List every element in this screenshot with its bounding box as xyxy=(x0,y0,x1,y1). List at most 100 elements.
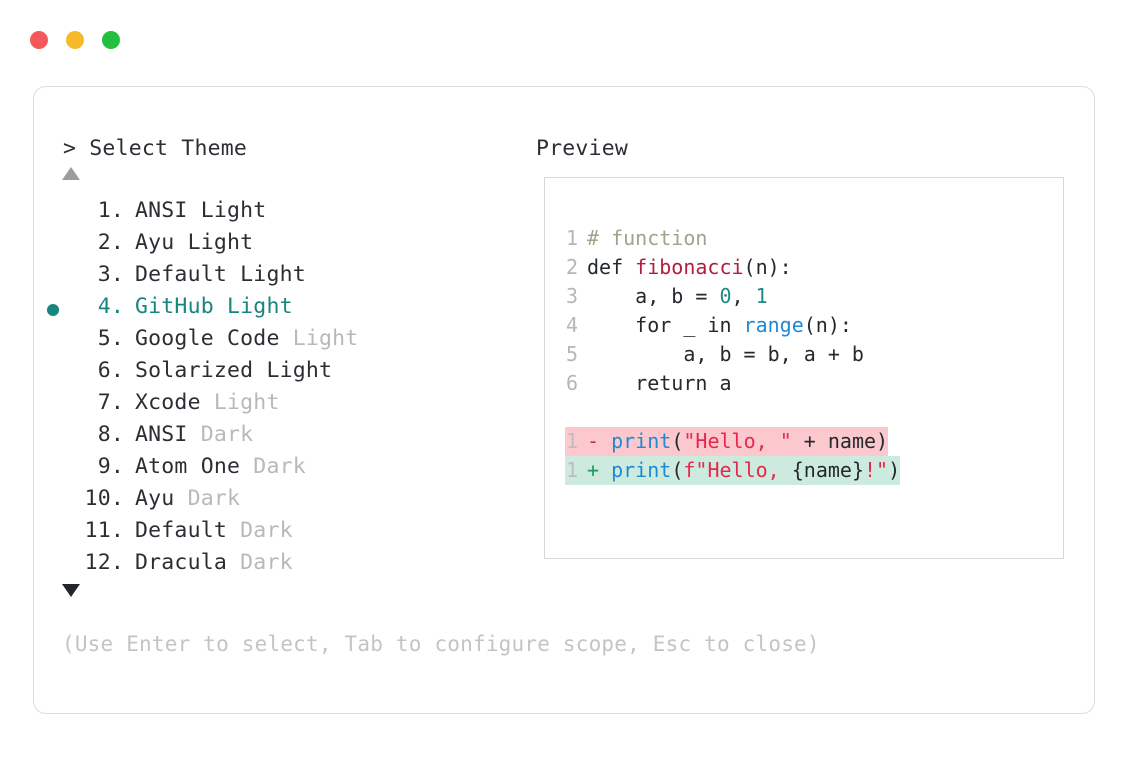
selection-bullet-cell xyxy=(34,294,72,326)
theme-item-variant: Dark xyxy=(187,486,241,511)
theme-item-number: 7. xyxy=(97,390,124,415)
theme-item-variant: Dark xyxy=(253,454,306,479)
code-token: a, b = xyxy=(587,284,720,308)
code-token: {name} xyxy=(791,458,864,482)
code-token: (n): xyxy=(803,313,852,337)
code-token: for _ in xyxy=(587,313,744,337)
code-token: ( xyxy=(671,458,684,482)
diff-line-added: 1+ print(f"Hello, {name}!") xyxy=(565,456,901,485)
theme-item-variant: Light xyxy=(213,390,280,415)
window-minimize-button[interactable] xyxy=(66,31,84,49)
code-token: (n): xyxy=(743,255,792,279)
code-line-number: 5 xyxy=(565,342,578,366)
window-maximize-button[interactable] xyxy=(102,31,120,49)
theme-item-number: 8. xyxy=(97,422,124,447)
code-token: print xyxy=(611,429,672,453)
theme-item-label: ANSI Light xyxy=(135,198,267,223)
selection-bullet-cell xyxy=(34,486,72,518)
theme-list-item[interactable]: 10. Ayu Dark xyxy=(34,486,514,518)
code-token: ( xyxy=(671,429,684,453)
code-line: 3 a, b = 0, 1 xyxy=(565,282,900,311)
code-token: 1 xyxy=(755,284,768,308)
code-line-number: 2 xyxy=(565,255,578,279)
theme-list-item[interactable]: 11. Default Dark xyxy=(34,518,514,550)
selected-bullet-icon xyxy=(47,304,59,316)
theme-list-item[interactable]: 8. ANSI Dark xyxy=(34,422,514,454)
theme-list-item[interactable]: 4. GitHub Light xyxy=(34,294,514,326)
code-line: 4 for _ in range(n): xyxy=(565,311,900,340)
theme-item-label: Default Light xyxy=(135,262,306,287)
theme-item-label: Default Dark xyxy=(135,518,293,543)
selection-bullet-cell xyxy=(34,198,72,230)
selection-bullet-cell xyxy=(34,230,72,262)
code-token: !" xyxy=(863,458,889,482)
theme-item-variant: Dark xyxy=(240,550,293,575)
theme-item-number: 1. xyxy=(97,198,124,223)
selection-bullet-cell xyxy=(34,262,72,294)
theme-item-variant: Light xyxy=(240,262,306,287)
theme-item-number: 12. xyxy=(84,550,124,575)
theme-item-number: 6. xyxy=(97,358,124,383)
code-line: 1 # function xyxy=(565,224,900,253)
code-token: 0 xyxy=(719,284,732,308)
theme-item-label: GitHub Light xyxy=(135,294,293,319)
diff-minus-sign: - xyxy=(587,429,612,453)
selection-bullet-cell xyxy=(34,454,72,486)
theme-item-number: 2. xyxy=(97,230,124,255)
theme-item-number: 5. xyxy=(97,326,124,351)
selection-bullet-cell xyxy=(34,518,72,550)
theme-list-item[interactable]: 12.Dracula Dark xyxy=(34,550,514,582)
selection-bullet-cell xyxy=(34,358,72,390)
theme-list-item[interactable]: 7.Xcode Light xyxy=(34,390,514,422)
theme-item-variant: Dark xyxy=(200,422,254,447)
theme-item-variant: Light xyxy=(292,326,359,351)
code-blank-line xyxy=(565,398,900,427)
theme-item-number: 10. xyxy=(84,486,124,511)
theme-item-number: 4. xyxy=(97,294,124,319)
theme-list-item[interactable]: 5.Google Code Light xyxy=(34,326,514,358)
diff-line-removed: 1- print("Hello, " + name) xyxy=(565,427,889,456)
diff-plus-sign: + xyxy=(587,458,612,482)
code-line-number: 1 xyxy=(565,226,578,250)
theme-item-variant: Light xyxy=(200,198,267,223)
code-line-number: 1 xyxy=(565,429,578,453)
theme-list-item[interactable]: 3. Default Light xyxy=(34,262,514,294)
code-line-number: 6 xyxy=(565,371,578,395)
selection-bullet-cell xyxy=(34,422,72,454)
window-traffic-lights xyxy=(30,31,120,49)
theme-list-item[interactable]: 9. Atom One Dark xyxy=(34,454,514,486)
code-line-number: 4 xyxy=(565,313,578,337)
theme-item-number: 11. xyxy=(84,518,124,543)
theme-item-label: ANSI Dark xyxy=(135,422,254,447)
theme-list: 1. ANSI Light 2. Ayu Light 3. Default Light 4.… xyxy=(34,198,514,582)
theme-item-number: 9. xyxy=(97,454,124,479)
code-token: fibonacci xyxy=(635,255,744,279)
code-token: ) xyxy=(888,458,901,482)
scroll-up-arrow-icon[interactable] xyxy=(62,167,80,180)
theme-item-variant: Light xyxy=(266,358,333,383)
theme-list-item[interactable]: 6.Solarized Light xyxy=(34,358,514,390)
preview-title: Preview xyxy=(536,136,629,161)
scroll-down-arrow-icon[interactable] xyxy=(62,584,80,597)
code-token: def xyxy=(587,255,636,279)
selection-bullet-cell xyxy=(34,326,72,358)
theme-item-label: Ayu Dark xyxy=(135,486,241,511)
code-token: range xyxy=(743,313,804,337)
code-token: , xyxy=(731,284,756,308)
theme-item-label: Ayu Light xyxy=(135,230,254,255)
code-line-number: 1 xyxy=(565,458,578,482)
code-token: # function xyxy=(587,226,708,250)
code-token: a, b = b, a + b xyxy=(587,342,864,366)
window-close-button[interactable] xyxy=(30,31,48,49)
code-token: f"Hello, xyxy=(683,458,792,482)
code-line-number: 3 xyxy=(565,284,578,308)
theme-item-label: Atom One Dark xyxy=(135,454,306,479)
theme-list-item[interactable]: 1. ANSI Light xyxy=(34,198,514,230)
theme-item-variant: Light xyxy=(227,294,293,319)
theme-item-number: 3. xyxy=(97,262,124,287)
code-token: + name) xyxy=(791,429,889,453)
theme-list-item[interactable]: 2. Ayu Light xyxy=(34,230,514,262)
